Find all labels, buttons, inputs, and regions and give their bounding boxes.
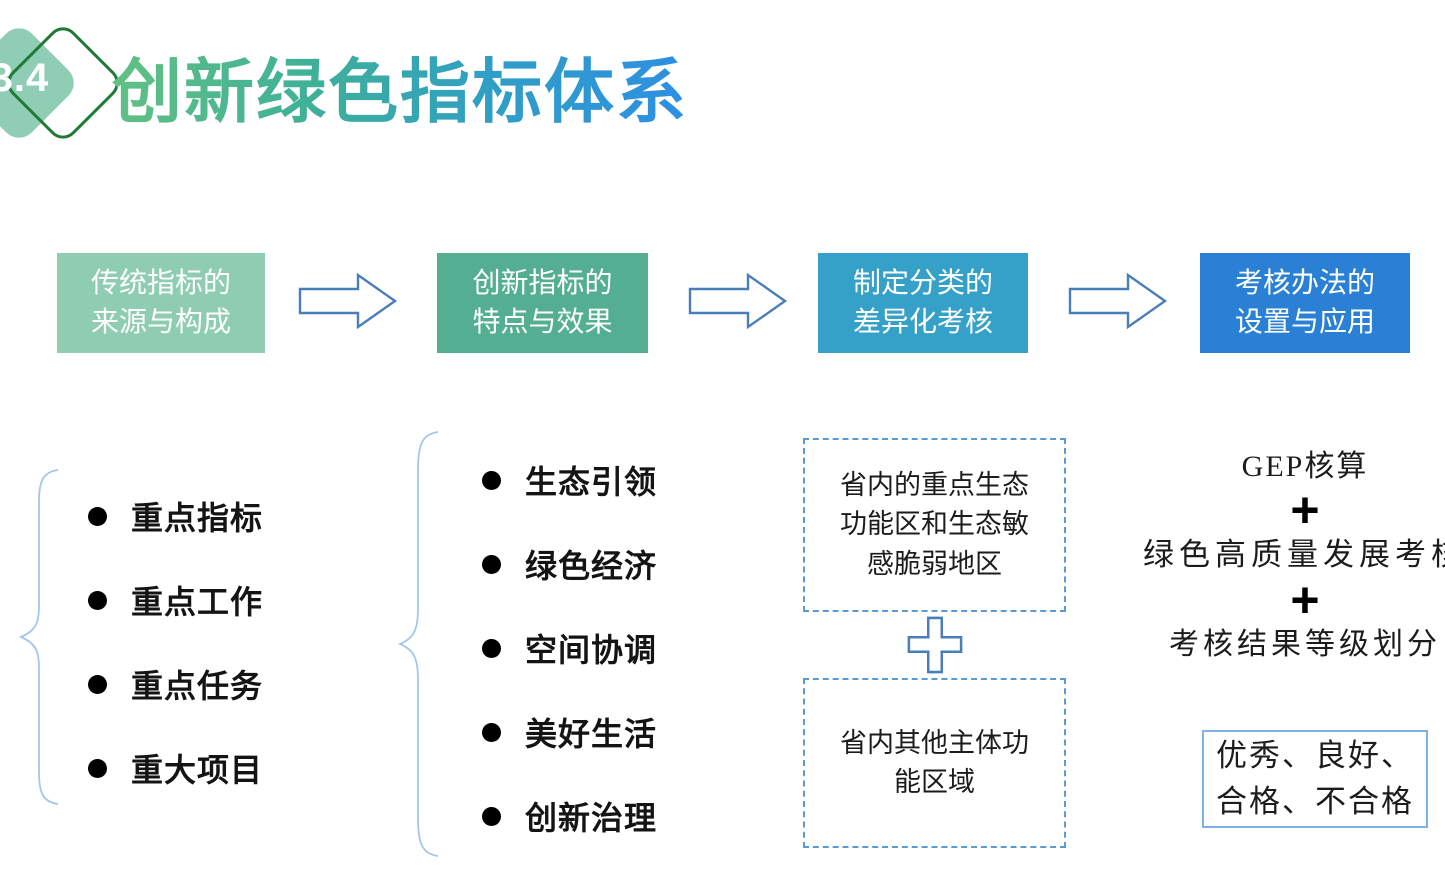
list-item: 生态引领 (482, 458, 657, 502)
list-item: 重点工作 (88, 578, 263, 622)
priority-ecozone-box: 省内的重点生态 功能区和生态敏 感脆弱地区 (803, 438, 1066, 612)
arrow-right-icon (298, 272, 398, 330)
flow-step-classification: 制定分类的 差异化考核 (818, 253, 1028, 353)
list-item: 绿色经济 (482, 542, 657, 586)
bullet-icon (88, 674, 107, 694)
flow-step-application: 考核办法的 设置与应用 (1200, 253, 1410, 353)
section-number: 3.4 (0, 56, 50, 100)
page-title: 创新绿色指标体系 (112, 36, 688, 137)
assessment-column: GEP核算 + 绿色高质量发展考核 + 考核结果等级划分 (1130, 446, 1445, 668)
list-item: 空间协调 (482, 626, 657, 670)
list-item: 重大项目 (88, 746, 263, 790)
plus-sign: + (1290, 572, 1320, 628)
list-item: 重点任务 (88, 662, 263, 706)
bullet-icon (88, 506, 107, 526)
bullet-icon (482, 638, 501, 658)
plus-sign: + (1290, 482, 1320, 538)
innovation-indicator-list: 生态引领 绿色经济 空间协调 美好生活 创新治理 (482, 458, 657, 876)
grade-result-box: 优秀、良好、 合格、不合格 (1202, 730, 1428, 828)
grading-label: 考核结果等级划分 (1169, 628, 1441, 661)
bullet-icon (482, 554, 501, 574)
flow-step-innovation: 创新指标的 特点与效果 (437, 253, 648, 353)
bullet-icon (88, 758, 107, 778)
other-zone-box: 省内其他主体功 能区域 (803, 678, 1066, 848)
list-item: 创新治理 (482, 794, 657, 838)
green-development-label: 绿色高质量发展考核 (1143, 537, 1445, 572)
list-item: 美好生活 (482, 710, 657, 754)
gep-label: GEP核算 (1241, 450, 1369, 483)
flow-step-traditional: 传统指标的 来源与构成 (57, 253, 265, 353)
bullet-icon (482, 722, 501, 742)
bullet-icon (482, 806, 501, 826)
brace-icon (18, 469, 59, 805)
brace-icon (397, 431, 439, 857)
arrow-right-icon (1068, 272, 1168, 330)
bullet-icon (482, 470, 501, 490)
bullet-icon (88, 590, 107, 610)
plus-icon (907, 616, 963, 674)
list-item: 重点指标 (88, 494, 263, 538)
traditional-indicator-list: 重点指标 重点工作 重点任务 重大项目 (88, 494, 263, 830)
arrow-right-icon (688, 272, 788, 330)
